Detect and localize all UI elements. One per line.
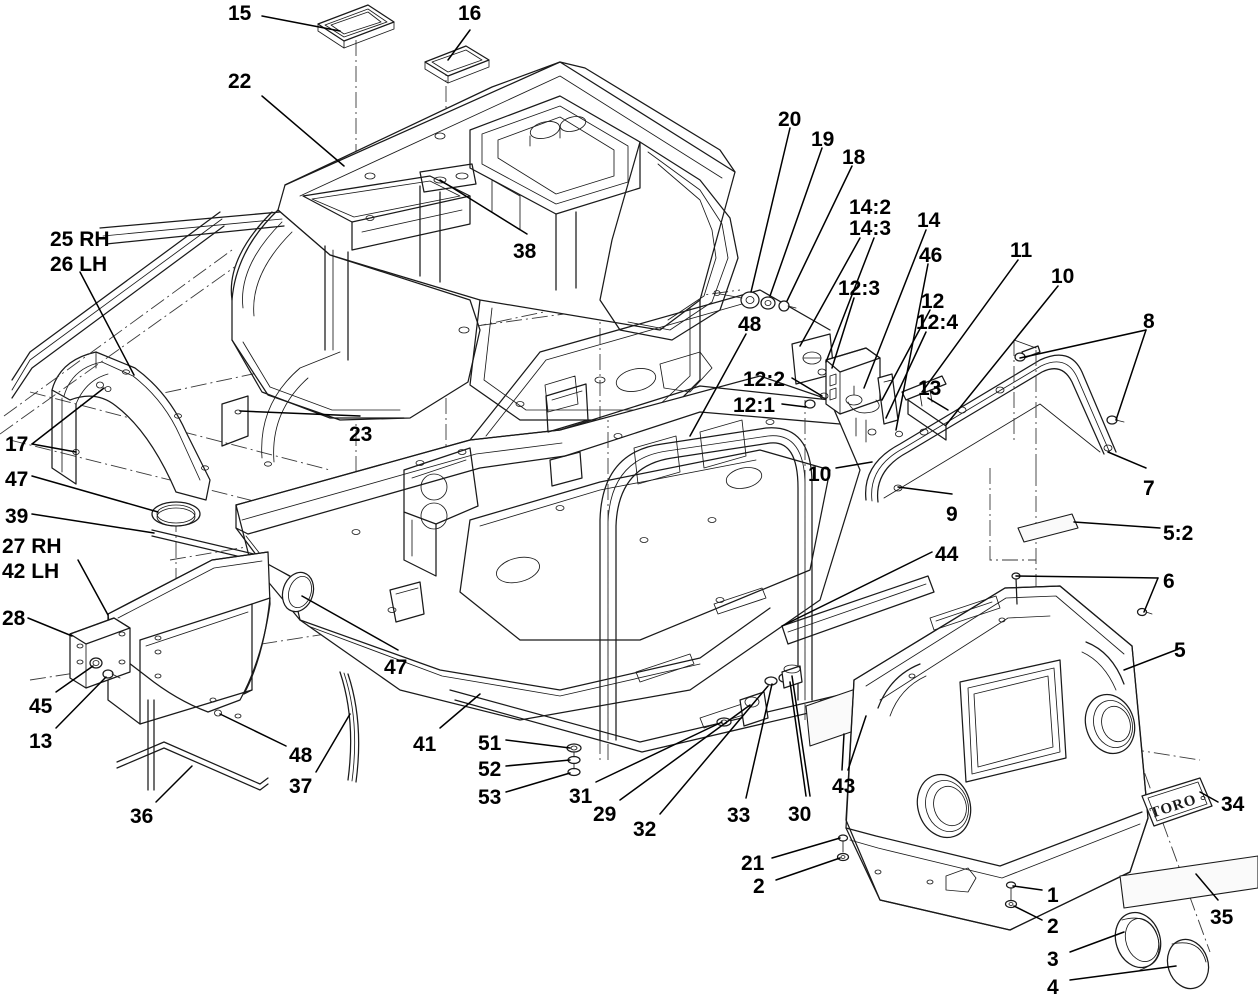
callout-12-2: 12:2 — [743, 368, 786, 391]
callout-14-2: 14:2 — [849, 196, 892, 219]
callout-35: 35 — [1210, 906, 1234, 929]
part-34-toro-badge: TORO — [1141, 777, 1213, 827]
callout-31: 31 — [569, 785, 593, 808]
callout-42-lh: 42 LH — [2, 560, 60, 583]
part-23-flap — [221, 395, 249, 447]
callout-27-rh: 27 RH — [2, 535, 62, 558]
part-5-2-decal — [1017, 513, 1079, 543]
callout-20: 20 — [778, 108, 802, 131]
callout-32: 32 — [633, 818, 657, 841]
part-35-decal-strip — [1119, 855, 1258, 909]
part-4-lens — [1166, 938, 1210, 990]
callout-9: 9 — [946, 503, 958, 526]
part-37-trim — [339, 671, 360, 783]
callout-51: 51 — [478, 732, 502, 755]
callout-37: 37 — [289, 775, 313, 798]
callout-1: 1 — [1047, 884, 1059, 907]
callout-46: 46 — [919, 244, 943, 267]
callout-48-upper: 48 — [738, 313, 762, 336]
callout-11: 11 — [1010, 239, 1033, 262]
callout-39: 39 — [5, 505, 29, 528]
callout-36: 36 — [130, 805, 154, 828]
callout-12: 12 — [921, 290, 945, 313]
callout-12-3: 12:3 — [838, 277, 881, 300]
callout-16: 16 — [458, 2, 482, 25]
callout-29: 29 — [593, 803, 617, 826]
callout-30: 30 — [788, 803, 812, 826]
callout-53: 53 — [478, 786, 502, 809]
leader-lines — [27, 15, 1219, 981]
callout-25-rh: 25 RH — [50, 228, 110, 251]
callout-23: 23 — [349, 423, 373, 446]
callout-15: 15 — [228, 2, 252, 25]
callout-4: 4 — [1047, 976, 1059, 999]
part-22-hood-shell — [230, 61, 739, 463]
fastener-stack-18-19-20 — [713, 290, 797, 312]
callout-6: 6 — [1163, 570, 1175, 593]
part-16-seal — [424, 45, 490, 84]
part-9-screen-frame — [865, 339, 1125, 561]
callout-10-lower: 10 — [808, 463, 832, 486]
callout-45: 45 — [29, 695, 53, 718]
part-48-fastener-a — [214, 709, 222, 717]
callout-3: 3 — [1047, 948, 1059, 971]
callout-26-lh: 26 LH — [50, 253, 108, 276]
callout-12-4: 12:4 — [916, 311, 959, 334]
part-27-42-shield — [107, 551, 271, 725]
callout-5-2: 5:2 — [1163, 522, 1194, 545]
callout-34: 34 — [1221, 793, 1245, 816]
callout-8: 8 — [1143, 310, 1155, 333]
callout-2-right: 2 — [1047, 915, 1059, 938]
callout-33: 33 — [727, 804, 751, 827]
callout-43: 43 — [832, 775, 856, 798]
callout-48-lower: 48 — [289, 744, 313, 767]
part-36-bail — [116, 699, 269, 791]
callout-17: 17 — [5, 433, 29, 456]
callout-28: 28 — [2, 607, 26, 630]
callout-13-left: 13 — [29, 730, 53, 753]
callout-7: 7 — [1143, 477, 1155, 500]
callout-5: 5 — [1174, 639, 1186, 662]
callout-52: 52 — [478, 758, 502, 781]
part-44-rail — [781, 575, 935, 645]
callout-14: 14 — [917, 209, 941, 232]
callout-47-left: 47 — [5, 468, 29, 491]
callout-44: 44 — [935, 543, 959, 566]
callout-41: 41 — [413, 733, 437, 756]
part-10-roll-bar — [599, 400, 813, 760]
callout-19: 19 — [811, 128, 835, 151]
part-46-fastener — [895, 430, 903, 438]
callout-38: 38 — [513, 240, 537, 263]
callout-18: 18 — [842, 146, 866, 169]
callout-13-right: 13 — [918, 377, 942, 400]
callout-14-3: 14:3 — [849, 217, 892, 240]
callout-22: 22 — [228, 70, 252, 93]
callout-12-1: 12:1 — [733, 394, 776, 417]
callout-21: 21 — [741, 852, 765, 875]
part-12-control-box — [791, 333, 899, 443]
chassis-frame — [235, 289, 861, 729]
callout-47-center: 47 — [384, 656, 408, 679]
fender-rail-upper — [99, 211, 285, 245]
part-5-hood — [845, 585, 1149, 931]
part-28-bracket — [69, 617, 131, 689]
callout-2-left: 2 — [753, 875, 765, 898]
part-13-screw — [102, 669, 121, 679]
callout-10-upper: 10 — [1051, 265, 1075, 288]
part-25-26-fender — [0, 211, 272, 501]
part-47-seal-b — [281, 571, 315, 613]
part-3-bezel — [1114, 911, 1162, 971]
